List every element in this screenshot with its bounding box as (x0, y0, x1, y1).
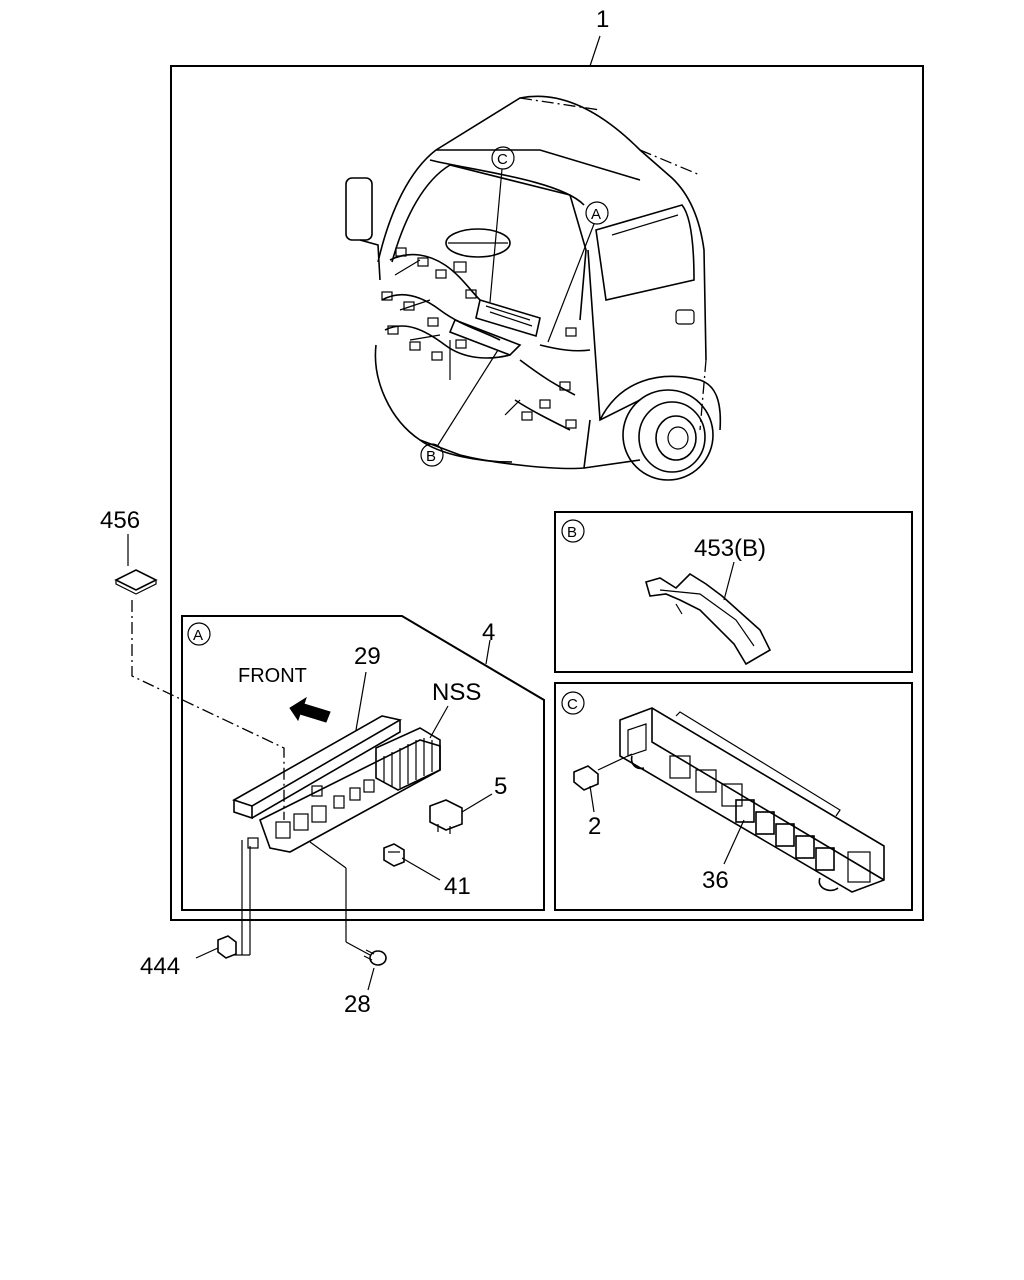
marker-b-detail: B (561, 519, 585, 543)
marker-c-cab: C (489, 146, 515, 303)
relay-2-drawing (573, 753, 633, 791)
marker-c-detail: C (561, 691, 585, 715)
callout-2: 2 (588, 813, 601, 840)
detail-c-frame (554, 682, 913, 911)
callout-1: 1 (596, 6, 609, 33)
marker-b-cab: B (420, 349, 499, 467)
callout-4: 4 (482, 619, 495, 646)
front-label: FRONT (238, 665, 307, 687)
detail-a-frame (181, 615, 545, 911)
svg-text:C: C (567, 696, 578, 713)
relay-41-drawing (383, 843, 405, 867)
detail-b-frame (554, 511, 913, 673)
assembly-frame (170, 65, 924, 921)
callout-nss: NSS (432, 679, 481, 706)
callout-444: 444 (140, 953, 180, 980)
callout-5: 5 (494, 773, 507, 800)
callout-28: 28 (344, 991, 371, 1018)
truck-cab-illustration (345, 95, 722, 481)
svg-text:B: B (426, 448, 436, 465)
callout-453b: 453(B) (694, 535, 766, 562)
screw-28-drawing (363, 949, 387, 966)
svg-text:B: B (567, 524, 577, 541)
marker-a-cab: A (547, 201, 609, 343)
callout-41: 41 (444, 873, 471, 900)
clip-444-drawing (217, 935, 237, 959)
svg-text:A: A (193, 627, 203, 644)
relay-block-36-drawing (619, 707, 885, 893)
front-arrow-icon (289, 696, 331, 723)
pad-456-drawing (114, 569, 158, 595)
fuse-box-drawing (232, 715, 441, 853)
bracket-453-drawing (645, 572, 772, 666)
callout-29: 29 (354, 643, 381, 670)
relay-5-drawing (429, 799, 463, 834)
callout-36: 36 (702, 867, 729, 894)
marker-a-detail: A (187, 622, 211, 646)
callout-456: 456 (100, 507, 140, 534)
svg-text:C: C (497, 151, 508, 168)
svg-text:A: A (591, 206, 601, 223)
